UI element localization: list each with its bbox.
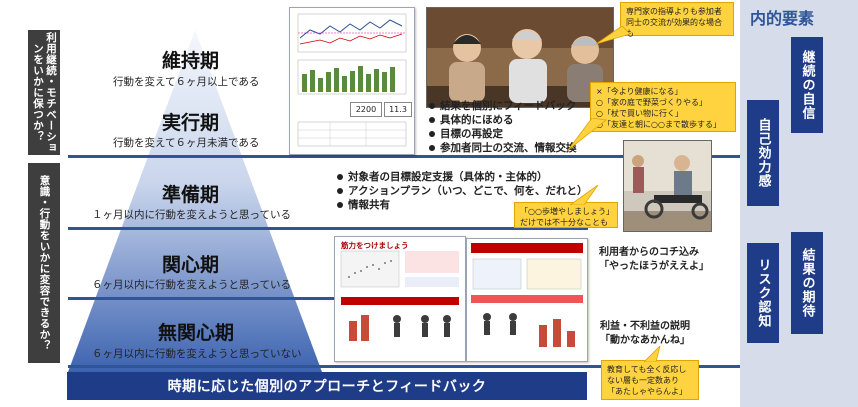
stage-desc-preparation: １ヶ月以内に行動を変えようと思っている [92, 209, 291, 221]
internal-factors-title: 内的要素 [750, 9, 815, 28]
callout-peer-exchange: 専門家の指導よりも参加者同士の交流が効果的な場合も [620, 2, 734, 38]
stage-desc-maintenance: 行動を変えて６ヶ月以上である [113, 76, 260, 88]
callout-step-goal: 「○○歩増やしましょう」だけでは不十分なことも [514, 202, 618, 228]
report-value-ratio: 11.3 [384, 102, 412, 117]
pyramid-shape [68, 30, 322, 372]
stage-desc-contemplation: ６ヶ月以内に行動を変えようと思っている [92, 279, 291, 291]
participants-photo [426, 7, 614, 108]
divider-line [68, 297, 588, 300]
callout-peer-exchange-tail [596, 26, 630, 45]
callout-goal-examples-tail [568, 118, 607, 151]
divider-line [68, 227, 588, 230]
callout-unresponsive: 教育しても全く反応しない層も一定数あり「あたしゃやらんよ」 [601, 360, 699, 400]
stage-title-action: 実行期 [162, 112, 220, 134]
divider-line [68, 365, 740, 368]
benefits-document [466, 238, 588, 362]
leaflet-graphics [340, 250, 459, 341]
callout-goal-examples: ×「今より健康になる」 ○「家の庭で野菜づくりやる」 ○「杖で買い物に行く」 ○… [590, 82, 736, 132]
benefits-graphics [471, 243, 583, 347]
stage-desc-action: 行動を変えて６ヶ月未満である [113, 137, 260, 149]
left-label-behavior-change: 意識・行動をいかに変容できるか？ [28, 163, 60, 363]
bullet-item: アクションプラン（いつ、どこで、何を、だれと） [335, 184, 588, 198]
callout-unresponsive-tail [644, 346, 661, 362]
bullet-item: 具体的にほめる [427, 113, 577, 127]
factor-outcome-expectation: 結果の期待 [791, 232, 823, 334]
bullet-item: 対象者の目標設定支援（具体的・主体的） [335, 170, 588, 184]
leaflet-heading: 筋力をつけましょう [341, 241, 409, 250]
callout-step-goal-tail [570, 185, 599, 205]
factor-self-efficacy: 自己効力感 [747, 100, 779, 206]
exercise-illustration [624, 141, 711, 231]
participants-illustration [427, 8, 613, 107]
divider-line [68, 155, 740, 158]
bullet-item: 参加者同士の交流、情報交換 [427, 141, 577, 155]
leaflet-document: 筋力をつけましょう [334, 236, 466, 362]
stage-title-preparation: 準備期 [162, 184, 220, 206]
stage-title-contemplation: 関心期 [162, 254, 220, 276]
report-graphics [297, 13, 407, 147]
stage-desc-precontemplation: ６ヶ月以内に行動を変えようと思っていない [92, 348, 302, 360]
stage-pyramid [68, 30, 322, 372]
note-peer-push: 利用者からのコチ込み 「やったほうがええよ」 [599, 247, 709, 272]
exercise-photo [623, 140, 712, 232]
bullet-item: 目標の再設定 [427, 127, 577, 141]
factor-continuation-confidence: 継続の自信 [791, 37, 823, 133]
report-value-steps: 2200 [350, 102, 382, 117]
note-pros-cons: 利益・不利益の説明 「動かなあかんね」 [600, 321, 690, 346]
report-document: 2200 11.3 [289, 7, 415, 155]
left-label-motivation: 利用継続・モチベーションをいかに保つか？ [28, 30, 60, 155]
stage-title-maintenance: 維持期 [162, 50, 220, 72]
bullet-item: 情報共有 [335, 198, 588, 212]
factor-risk-perception: リスク認知 [747, 243, 779, 343]
stage-title-precontemplation: 無関心期 [158, 322, 235, 344]
preparation-support-list: 対象者の目標設定支援（具体的・主体的） アクションプラン（いつ、どこで、何を、だ… [335, 170, 588, 212]
bottom-banner: 時期に応じた個別のアプローチとフィードバック [67, 372, 587, 400]
bullet-item: 結果を個別にフィードバック [427, 99, 577, 113]
maintenance-support-list: 結果を個別にフィードバック 具体的にほめる 目標の再設定 参加者同士の交流、情報… [427, 99, 577, 155]
